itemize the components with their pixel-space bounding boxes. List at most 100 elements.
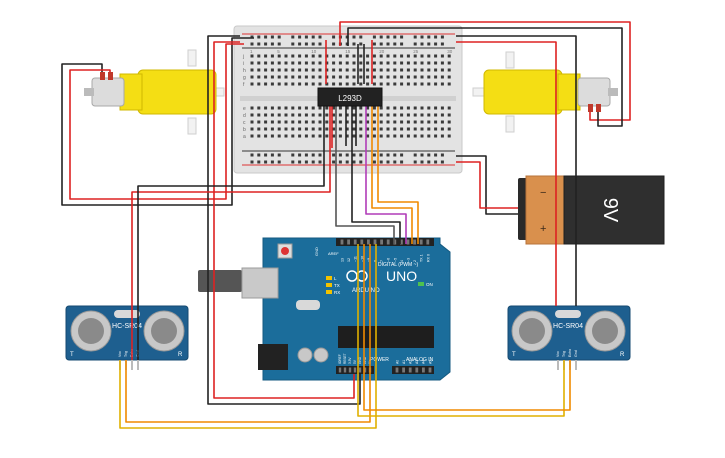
breadboard-rail-hole[interactable] [413, 42, 417, 46]
breadboard-hole[interactable] [318, 127, 322, 131]
breadboard-hole[interactable] [393, 106, 397, 110]
breadboard-rail-hole[interactable] [352, 153, 356, 157]
breadboard-hole[interactable] [413, 82, 417, 86]
breadboard-hole[interactable] [440, 113, 444, 117]
breadboard-rail-hole[interactable] [352, 35, 356, 39]
breadboard-hole[interactable] [366, 106, 370, 110]
wire-gnd-black-loop[interactable] [456, 35, 577, 306]
wire-left-motor-red[interactable] [69, 43, 244, 200]
breadboard-rail-hole[interactable] [400, 160, 404, 164]
breadboard-hole[interactable] [440, 127, 444, 131]
power-pin[interactable] [363, 367, 367, 373]
breadboard-hole[interactable] [386, 61, 390, 65]
breadboard-rail-hole[interactable] [304, 153, 308, 157]
breadboard-hole[interactable] [379, 61, 383, 65]
breadboard-hole[interactable] [311, 113, 315, 117]
breadboard-hole[interactable] [325, 127, 329, 131]
breadboard-hole[interactable] [250, 113, 254, 117]
breadboard-hole[interactable] [359, 75, 363, 79]
analog-pin[interactable] [402, 367, 405, 373]
breadboard-hole[interactable] [277, 75, 281, 79]
breadboard-hole[interactable] [359, 113, 363, 117]
arduino-uno[interactable]: L TX RX ON UNO ARDUINO DIGITAL (PWM ~) P… [198, 237, 451, 381]
breadboard-hole[interactable] [284, 106, 288, 110]
breadboard-hole[interactable] [270, 54, 274, 58]
breadboard-hole[interactable] [318, 61, 322, 65]
breadboard-hole[interactable] [420, 68, 424, 72]
breadboard-hole[interactable] [366, 68, 370, 72]
breadboard-hole[interactable] [420, 113, 424, 117]
breadboard-hole[interactable] [298, 127, 302, 131]
breadboard-hole[interactable] [359, 127, 363, 131]
breadboard-hole[interactable] [352, 54, 356, 58]
breadboard-hole[interactable] [434, 82, 438, 86]
breadboard-rail-hole[interactable] [311, 153, 315, 157]
breadboard-hole[interactable] [359, 106, 363, 110]
breadboard-hole[interactable] [447, 127, 451, 131]
breadboard-hole[interactable] [291, 120, 295, 124]
breadboard-hole[interactable] [332, 82, 336, 86]
breadboard-hole[interactable] [250, 75, 254, 79]
wire-ctrl-orange-1[interactable] [371, 106, 413, 244]
breadboard-rail-hole[interactable] [298, 153, 302, 157]
breadboard-hole[interactable] [311, 54, 315, 58]
breadboard-hole[interactable] [352, 61, 356, 65]
breadboard-hole[interactable] [406, 75, 410, 79]
breadboard-hole[interactable] [250, 134, 254, 138]
breadboard-hole[interactable] [284, 68, 288, 72]
breadboard-hole[interactable] [338, 106, 342, 110]
breadboard-hole[interactable] [298, 120, 302, 124]
breadboard-rail-hole[interactable] [345, 153, 349, 157]
breadboard-rail-hole[interactable] [427, 35, 431, 39]
breadboard-rail-hole[interactable] [400, 153, 404, 157]
breadboard-hole[interactable] [291, 54, 295, 58]
breadboard-hole[interactable] [359, 68, 363, 72]
breadboard-rail-hole[interactable] [386, 153, 390, 157]
breadboard-hole[interactable] [420, 75, 424, 79]
wire-sensor-right-echo-orange[interactable] [363, 244, 571, 411]
breadboard-hole[interactable] [413, 75, 417, 79]
breadboard-hole[interactable] [257, 82, 261, 86]
breadboard-rail-hole[interactable] [393, 35, 397, 39]
breadboard-hole[interactable] [277, 134, 281, 138]
breadboard-hole[interactable] [311, 120, 315, 124]
breadboard-hole[interactable] [434, 113, 438, 117]
breadboard-hole[interactable] [311, 106, 315, 110]
breadboard-hole[interactable] [284, 120, 288, 124]
breadboard-rail-hole[interactable] [420, 160, 424, 164]
breadboard-hole[interactable] [338, 120, 342, 124]
breadboard-hole[interactable] [413, 127, 417, 131]
breadboard-hole[interactable] [393, 75, 397, 79]
breadboard-hole[interactable] [372, 54, 376, 58]
breadboard-hole[interactable] [264, 61, 268, 65]
breadboard-hole[interactable] [338, 75, 342, 79]
breadboard-hole[interactable] [332, 75, 336, 79]
breadboard-rail-hole[interactable] [393, 160, 397, 164]
breadboard-hole[interactable] [406, 61, 410, 65]
breadboard-hole[interactable] [345, 120, 349, 124]
breadboard-hole[interactable] [284, 134, 288, 138]
breadboard-hole[interactable] [338, 61, 342, 65]
breadboard-hole[interactable] [447, 61, 451, 65]
breadboard-rail-hole[interactable] [257, 42, 261, 46]
wire-ctrl-purple[interactable] [365, 106, 407, 244]
digital-pin[interactable] [347, 239, 350, 245]
breadboard-hole[interactable] [379, 75, 383, 79]
breadboard-hole[interactable] [434, 61, 438, 65]
power-pin[interactable] [348, 367, 352, 373]
breadboard-hole[interactable] [284, 54, 288, 58]
breadboard-hole[interactable] [284, 113, 288, 117]
breadboard-rail-hole[interactable] [304, 42, 308, 46]
breadboard-rail-hole[interactable] [270, 153, 274, 157]
usb-port[interactable] [241, 267, 279, 299]
breadboard-hole[interactable] [393, 113, 397, 117]
breadboard-hole[interactable] [386, 82, 390, 86]
breadboard-hole[interactable] [420, 106, 424, 110]
breadboard-hole[interactable] [250, 54, 254, 58]
breadboard-hole[interactable] [284, 75, 288, 79]
breadboard-hole[interactable] [270, 134, 274, 138]
breadboard-rail-hole[interactable] [277, 35, 281, 39]
breadboard-hole[interactable] [270, 127, 274, 131]
breadboard-hole[interactable] [440, 75, 444, 79]
